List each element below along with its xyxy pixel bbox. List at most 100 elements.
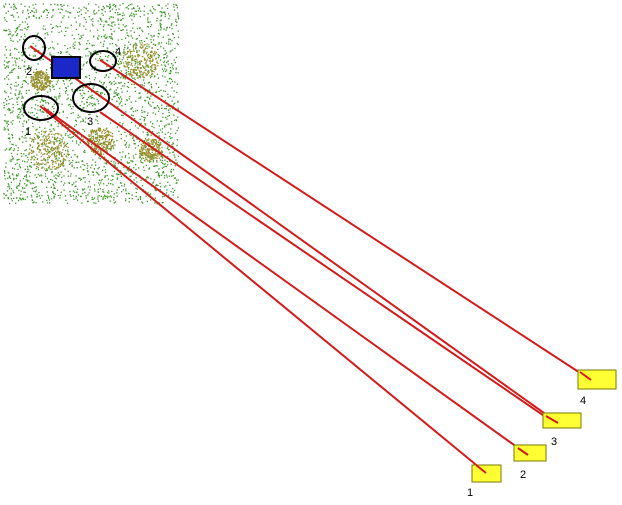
vegetation-dot (15, 89, 17, 91)
vegetation-dot (136, 62, 138, 64)
vegetation-dot-olive (137, 74, 139, 77)
vegetation-dot (128, 35, 130, 37)
vegetation-dot (37, 109, 39, 111)
vegetation-dot (142, 30, 144, 33)
vegetation-dot (5, 194, 7, 197)
vegetation-dot (9, 109, 11, 111)
vegetation-dot (83, 130, 86, 132)
vegetation-dot-olive (38, 76, 40, 78)
vegetation-dot-olive (144, 59, 146, 61)
vegetation-dot (49, 202, 51, 204)
vegetation-dot (174, 81, 176, 83)
vegetation-dot (153, 68, 155, 70)
vegetation-dot (103, 7, 105, 9)
vegetation-dot (20, 194, 22, 196)
vegetation-dot (78, 7, 80, 9)
vegetation-dot-olive (61, 152, 63, 154)
vegetation-dot (63, 189, 65, 191)
vegetation-dot-olive (159, 147, 161, 149)
vegetation-dot (100, 92, 102, 94)
vegetation-dot (34, 50, 37, 53)
vegetation-dot-olive (154, 66, 156, 68)
vegetation-dot (146, 134, 149, 136)
vegetation-dot (103, 89, 105, 91)
vegetation-dot (55, 25, 57, 27)
vegetation-dot (36, 99, 38, 102)
vegetation-dot (40, 15, 42, 17)
vegetation-dot (139, 40, 141, 42)
vegetation-dot (3, 175, 6, 177)
vegetation-dot (23, 137, 25, 139)
vegetation-dot (164, 11, 166, 13)
vegetation-dot (164, 14, 167, 16)
vegetation-dot (125, 155, 127, 157)
vegetation-dot (88, 113, 90, 116)
vegetation-dot (95, 149, 97, 151)
vegetation-dot (85, 12, 87, 14)
site-circle-2 (22, 35, 46, 61)
vegetation-dot-olive (36, 72, 38, 74)
vegetation-dot (41, 175, 43, 177)
vegetation-dot-olive (103, 135, 106, 137)
vegetation-dot (161, 104, 163, 106)
vegetation-dot (166, 140, 168, 143)
vegetation-dot-olive (142, 146, 144, 148)
vegetation-dot-olive (152, 58, 154, 60)
vegetation-dot-olive (53, 160, 55, 163)
vegetation-dot-olive (95, 143, 97, 145)
vegetation-dot-olive (134, 64, 136, 66)
vegetation-dot-olive (155, 154, 157, 156)
vegetation-dot (111, 175, 113, 177)
vegetation-dot (140, 71, 142, 73)
vegetation-dot-olive (145, 144, 147, 146)
vegetation-dot (47, 108, 49, 110)
vegetation-dot (47, 196, 50, 198)
vegetation-dot (130, 160, 132, 162)
vegetation-dot (20, 3, 22, 5)
vegetation-dot-olive (50, 149, 52, 151)
vegetation-dot (103, 81, 106, 84)
vegetation-dot (140, 179, 142, 181)
vegetation-dot (51, 31, 53, 33)
vegetation-dot-olive (45, 75, 48, 77)
vegetation-dot-olive (145, 53, 148, 55)
vegetation-dot (133, 140, 135, 142)
vegetation-dot-olive (34, 163, 36, 165)
vegetation-dot (115, 92, 117, 94)
vegetation-dot (26, 196, 28, 198)
vegetation-dot (73, 132, 76, 134)
vegetation-dot (127, 64, 129, 66)
vegetation-dot (98, 182, 100, 184)
vegetation-dot (113, 83, 116, 85)
vegetation-dot (67, 5, 69, 7)
vegetation-dot-olive (140, 60, 143, 63)
vegetation-dot (145, 158, 147, 160)
vegetation-dot (12, 143, 14, 146)
vegetation-dot (55, 138, 57, 140)
vegetation-dot (56, 189, 59, 191)
vegetation-dot (158, 174, 161, 177)
vegetation-dot (23, 191, 25, 193)
vegetation-dot-olive (50, 148, 53, 150)
vegetation-dot (116, 45, 118, 47)
vegetation-dot (41, 163, 43, 165)
vegetation-dot (3, 107, 5, 109)
vegetation-dot (49, 54, 51, 56)
vegetation-dot (166, 69, 168, 71)
vegetation-dot (144, 100, 147, 102)
vegetation-dot (16, 197, 18, 199)
vegetation-dot-olive (150, 139, 152, 142)
vegetation-dot (175, 119, 177, 121)
vegetation-dot (162, 70, 165, 72)
vegetation-dot (172, 151, 174, 153)
vegetation-dot (30, 161, 33, 164)
vegetation-dot (103, 191, 105, 193)
vegetation-dot-olive (159, 153, 161, 155)
vegetation-dot (26, 26, 29, 28)
vegetation-dot (18, 65, 20, 68)
vegetation-dot (31, 138, 33, 140)
vegetation-dot (172, 174, 174, 177)
vegetation-dot (34, 104, 37, 106)
vegetation-dot-olive (127, 51, 129, 53)
vegetation-dot-olive (100, 150, 102, 152)
